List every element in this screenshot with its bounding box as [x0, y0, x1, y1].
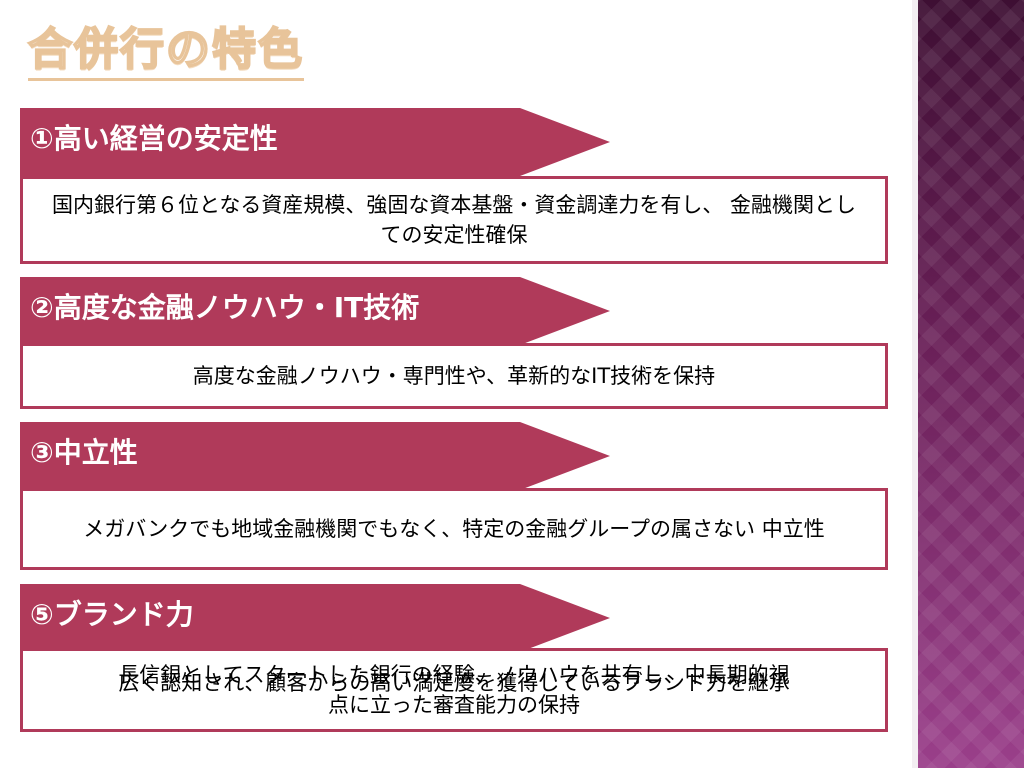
section-heading-banner: ⑤ブランド力 — [20, 584, 610, 652]
body-line: 国内銀行第６位となる資産規模、強固な資本基盤・資金調達力を有し、 — [51, 193, 724, 217]
section-heading: ②高度な金融ノウハウ・IT技術 — [30, 291, 420, 324]
arrow-banner-shape — [20, 422, 610, 490]
body-line: 点に立った審査能力の保持 — [328, 693, 580, 717]
section-body: 高度な金融ノウハウ・専門性や、革新的なIT技術を保持 — [20, 343, 888, 409]
arrow-banner-shape — [20, 108, 610, 176]
section-body: メガバンクでも地域金融機関でもなく、特定の金融グループの属さない 中立性 — [20, 488, 888, 570]
decorative-sidebar — [912, 0, 1024, 768]
section-body: 長信銀としてスタートした銀行の経験、ノウハウを共有し、中長期的視 点に立った審査… — [20, 648, 888, 732]
section-heading: ①高い経営の安定性 — [30, 122, 278, 155]
overlapping-body-line: 広く認知され、顧客からの高い満足度を獲得しているブランド力を継承 — [118, 671, 790, 695]
body-line: メガバンクでも地域金融機関でもなく、特定の金融グループの属さない — [83, 517, 756, 541]
section-heading-banner: ①高い経営の安定性 — [20, 108, 610, 176]
section-heading-banner: ③中立性 — [20, 422, 610, 490]
section-body: 国内銀行第６位となる資産規模、強固な資本基盤・資金調達力を有し、 金融機関として… — [20, 176, 888, 264]
section-heading-banner: ②高度な金融ノウハウ・IT技術 — [20, 277, 610, 345]
body-line: 金融機関としての安定性確保 — [380, 193, 857, 247]
sidebar-pattern — [918, 0, 1024, 768]
page-title: 合併行の特色 — [27, 22, 304, 81]
section-heading: ⑤ブランド力 — [30, 598, 194, 631]
section-heading: ③中立性 — [30, 436, 138, 469]
body-line: 長信銀としてスタートした銀行の経験、ノウハウを共有し、中長期的視 — [118, 663, 790, 687]
arrow-banner-shape — [20, 277, 610, 345]
body-line: 高度な金融ノウハウ・専門性や、革新的なIT技術を保持 — [192, 364, 716, 388]
body-line: 中立性 — [761, 517, 825, 541]
sidebar-band — [912, 0, 918, 768]
arrow-banner-shape — [20, 584, 610, 652]
